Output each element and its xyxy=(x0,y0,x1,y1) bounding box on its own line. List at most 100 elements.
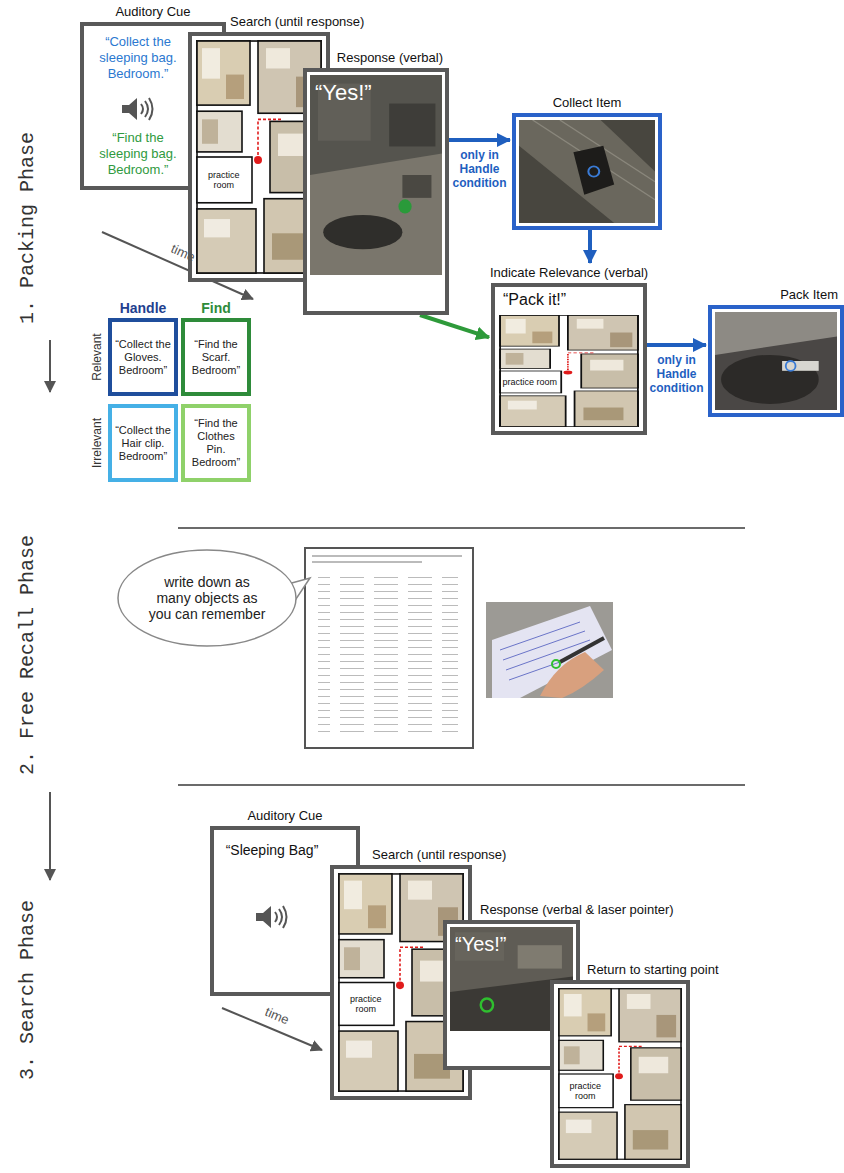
text-slot: practice room xyxy=(501,377,559,387)
frame-heading: Pack Item xyxy=(778,287,840,303)
condition-cell: “Find the Clothes Pin. Bedroom” xyxy=(181,404,251,482)
return-frame: practice roomReturn to starting point xyxy=(550,962,690,1168)
frame-heading: Response (verbal) xyxy=(335,50,445,66)
connector-arrow xyxy=(588,230,592,263)
room-label: practice room xyxy=(340,994,391,1014)
bubble-outline xyxy=(118,550,296,646)
writing-photo xyxy=(486,602,613,698)
condition-cell: “Collect the Gloves. Bedroom” xyxy=(108,318,178,396)
response-text: “Yes!” xyxy=(455,932,507,956)
frame-heading: Indicate Relevance (verbal) xyxy=(488,265,650,281)
relevance-frame: “Pack it!” practice room Indicate Relevanc… xyxy=(491,265,647,435)
frame-heading: Search (until response) xyxy=(370,847,508,863)
floor-plan xyxy=(499,315,639,427)
text-slot: only in Handle condition xyxy=(648,353,705,395)
scene-photo xyxy=(715,312,837,410)
room-label: practice room xyxy=(560,1081,611,1101)
text-slot: 1. Packing Phase xyxy=(16,132,40,324)
frame-heading: Response (verbal & laser pointer) xyxy=(478,902,676,918)
cue-text: “Collect the sleeping bag. Bedroom.” xyxy=(88,34,188,82)
room-label: practice room xyxy=(501,377,559,387)
frame-border: “Pack it!” practice room xyxy=(491,283,647,435)
text-slot: “Pack it!” xyxy=(501,290,568,310)
phase-label: 1. Packing Phase xyxy=(16,132,40,324)
text-slot: Relevant xyxy=(90,333,104,380)
room-label: practice room xyxy=(198,170,249,190)
bubble-text: write down as many objects as you can re… xyxy=(148,574,266,622)
collect-frame: Collect Item xyxy=(512,95,662,230)
text-slot: time xyxy=(263,1004,292,1028)
text-slot: Response (verbal) xyxy=(335,50,445,66)
frame-heading: Return to starting point xyxy=(585,962,721,978)
text-slot: Irrelevant xyxy=(90,418,104,468)
text-slot: Indicate Relevance (verbal) xyxy=(488,265,650,281)
scene-photo xyxy=(715,312,837,410)
response-text: “Pack it!” xyxy=(501,290,568,310)
connector-arrow xyxy=(647,343,706,347)
frame-heading: Auditory Cue xyxy=(245,808,324,824)
cue-text: “Sleeping Bag” xyxy=(220,842,324,859)
frame-heading: Collect Item xyxy=(551,95,624,111)
condition-cell: “Collect the Hair clip. Bedroom” xyxy=(108,404,178,482)
speaker-icon xyxy=(254,904,288,930)
phase-label: 3. Search Phase xyxy=(16,900,40,1080)
text-slot: Find xyxy=(201,300,231,317)
connector-arrow xyxy=(449,138,510,142)
edge-label: only in Handle condition xyxy=(450,148,509,190)
column-header: Find xyxy=(201,300,231,317)
frame-border xyxy=(512,113,662,230)
text-slot: Search (until response) xyxy=(228,14,366,30)
text-slot: Handle xyxy=(120,300,167,317)
scene-photo xyxy=(519,120,655,223)
condition-cell: “Find the Scarf. Bedroom” xyxy=(181,318,251,396)
row-header: Irrelevant xyxy=(90,418,104,468)
text-slot: Auditory Cue xyxy=(245,808,324,824)
floor-plan xyxy=(558,988,682,1160)
recall-sheet xyxy=(305,548,473,748)
connector-arrow xyxy=(420,315,489,337)
cell-text: “Find the Clothes Pin. Bedroom” xyxy=(188,417,244,469)
edge-label: only in Handle condition xyxy=(648,353,705,395)
text-slot: 2. Free Recall Phase xyxy=(16,535,40,775)
text-slot: “Sleeping Bag” xyxy=(220,842,324,859)
speaker-icon xyxy=(256,906,287,928)
text-slot: Auditory Cue xyxy=(113,4,192,20)
frame-heading: Auditory Cue xyxy=(113,4,192,20)
frame-border: “Yes!” xyxy=(303,68,449,315)
text-slot: practice room xyxy=(198,170,249,190)
text-slot: “Yes!” xyxy=(455,932,507,956)
text-slot: Search (until response) xyxy=(370,847,508,863)
speaker-icon xyxy=(120,96,154,122)
scene-photo xyxy=(310,75,442,275)
text-slot: practice room xyxy=(560,1081,611,1101)
text-slot: practice room xyxy=(340,994,391,1014)
text-slot: Return to starting point xyxy=(585,962,721,978)
cell-text: “Collect the Gloves. Bedroom” xyxy=(115,338,171,377)
cue-text: “Find the sleeping bag. Bedroom.” xyxy=(88,130,188,178)
cell-text: “Collect the Hair clip. Bedroom” xyxy=(115,424,171,463)
text-slot: “Collect the sleeping bag. Bedroom.” xyxy=(88,34,188,82)
column-header: Handle xyxy=(120,300,167,317)
frame-border xyxy=(708,305,844,417)
phase-label: 2. Free Recall Phase xyxy=(16,535,40,775)
text-slot: Collect Item xyxy=(551,95,624,111)
speech-bubble: write down as many objects as you can re… xyxy=(116,548,298,648)
scene-photo xyxy=(519,120,655,223)
frame-heading: Search (until response) xyxy=(228,14,366,30)
cell-text: “Find the Scarf. Bedroom” xyxy=(188,338,244,377)
text-slot: Response (verbal & laser pointer) xyxy=(478,902,676,918)
text-slot: “Yes!” xyxy=(315,80,372,106)
response-frame: “Yes!” Response (verbal) xyxy=(303,50,449,315)
text-slot: Pack Item xyxy=(778,287,840,303)
text-slot: only in Handle condition xyxy=(450,148,509,190)
time-label: time xyxy=(263,1004,292,1028)
pack-frame: Pack Item xyxy=(708,287,844,417)
floor-plan xyxy=(499,315,639,427)
response-text: “Yes!” xyxy=(315,80,372,106)
text-slot: 3. Search Phase xyxy=(16,900,40,1080)
text-slot: “Find the sleeping bag. Bedroom.” xyxy=(88,130,188,178)
speaker-icon xyxy=(122,98,153,120)
frame-border: practice room xyxy=(550,980,690,1168)
row-header: Relevant xyxy=(90,333,104,380)
